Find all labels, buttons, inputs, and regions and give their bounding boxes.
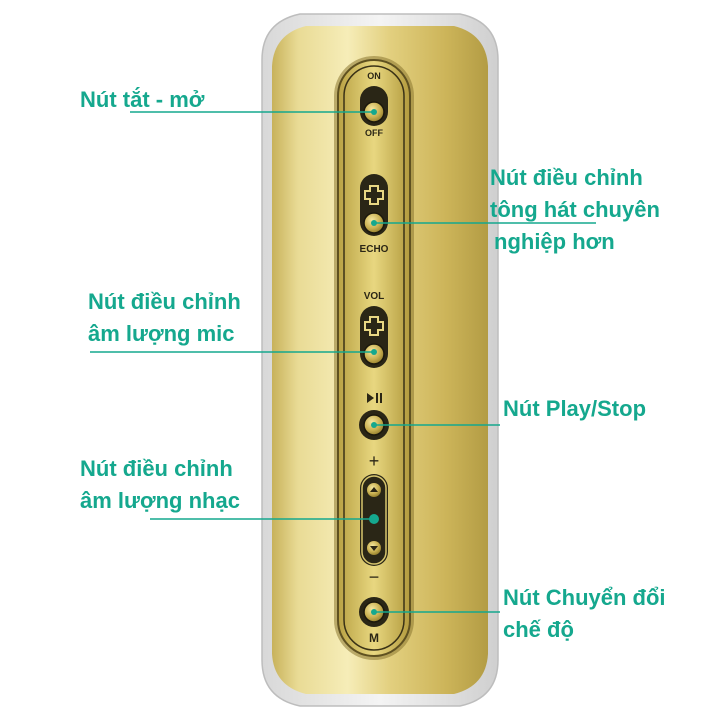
play-pause-icon [367,393,382,403]
music-up-icon[interactable] [367,483,381,497]
label-mic-line2: âm lượng mic [88,321,235,346]
music-plus-text: + [369,451,380,471]
power-on-text: ON [367,71,381,81]
label-echo-line3: nghiệp hơn [494,229,615,254]
callout-lines [90,111,596,613]
callout-dots [371,109,377,615]
label-echo-line2: tông hát chuyên [490,197,660,222]
label-echo: Nút điều chỉnh tông hát chuyên nghiệp hơ… [490,162,660,258]
label-play-line: Nút Play/Stop [503,396,647,421]
label-mic: Nút điều chỉnh âm lượng mic [88,286,241,350]
label-mode-line1: Nút Chuyển đổi [503,585,666,610]
vol-text: VOL [364,291,385,302]
echo-plus-icon [364,185,384,205]
label-play: Nút Play/Stop [503,393,646,425]
label-echo-line1: Nút điều chỉnh [490,165,643,190]
label-music-line2: âm lượng nhạc [80,488,240,513]
label-mode-line2: chế độ [503,617,574,642]
label-mic-line1: Nút điều chỉnh [88,289,241,314]
label-power: Nút tắt - mở [80,84,204,116]
label-mode: Nút Chuyển đổi chế độ [503,582,666,646]
label-power-line: Nút tắt - mở [80,87,205,112]
music-down-icon[interactable] [367,541,381,555]
music-minus-text: − [369,567,380,587]
label-music: Nút điều chỉnh âm lượng nhạc [80,453,240,517]
echo-text: ECHO [360,244,389,255]
vol-plus-icon [364,316,384,336]
power-off-text: OFF [365,128,383,138]
mode-text: M [369,631,379,645]
label-music-line1: Nút điều chỉnh [80,456,233,481]
